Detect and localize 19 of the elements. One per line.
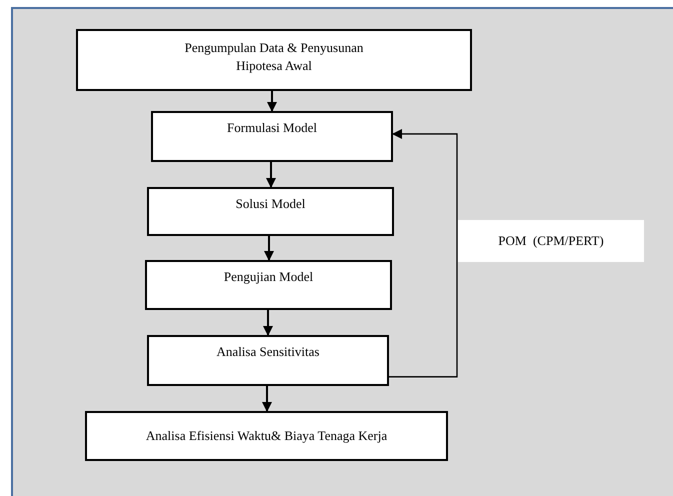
arrow — [267, 91, 277, 112]
arrow — [266, 162, 276, 188]
box-text: Pengujian Model — [224, 268, 314, 286]
arrow — [264, 236, 274, 261]
arrow — [389, 128, 458, 378]
box-text: Pengumpulan Data & Penyusunan Hipotesa Awal — [184, 39, 364, 75]
process-box — [147, 335, 389, 386]
arrow — [263, 310, 273, 336]
box-text: Formulasi Model — [227, 119, 317, 137]
process-box — [147, 187, 394, 236]
process-box — [151, 111, 393, 162]
process-box — [85, 411, 448, 461]
process-box — [76, 29, 472, 91]
arrow — [262, 386, 272, 412]
box-text: Solusi Model — [236, 195, 306, 213]
process-box — [145, 260, 392, 310]
edge-label: POM (CPM/PERT) — [458, 220, 644, 262]
box-text: Analisa Sensitivitas — [216, 343, 320, 361]
box-text: Analisa Efisiensi Waktu& Biaya Tenaga Kerja — [146, 427, 388, 445]
